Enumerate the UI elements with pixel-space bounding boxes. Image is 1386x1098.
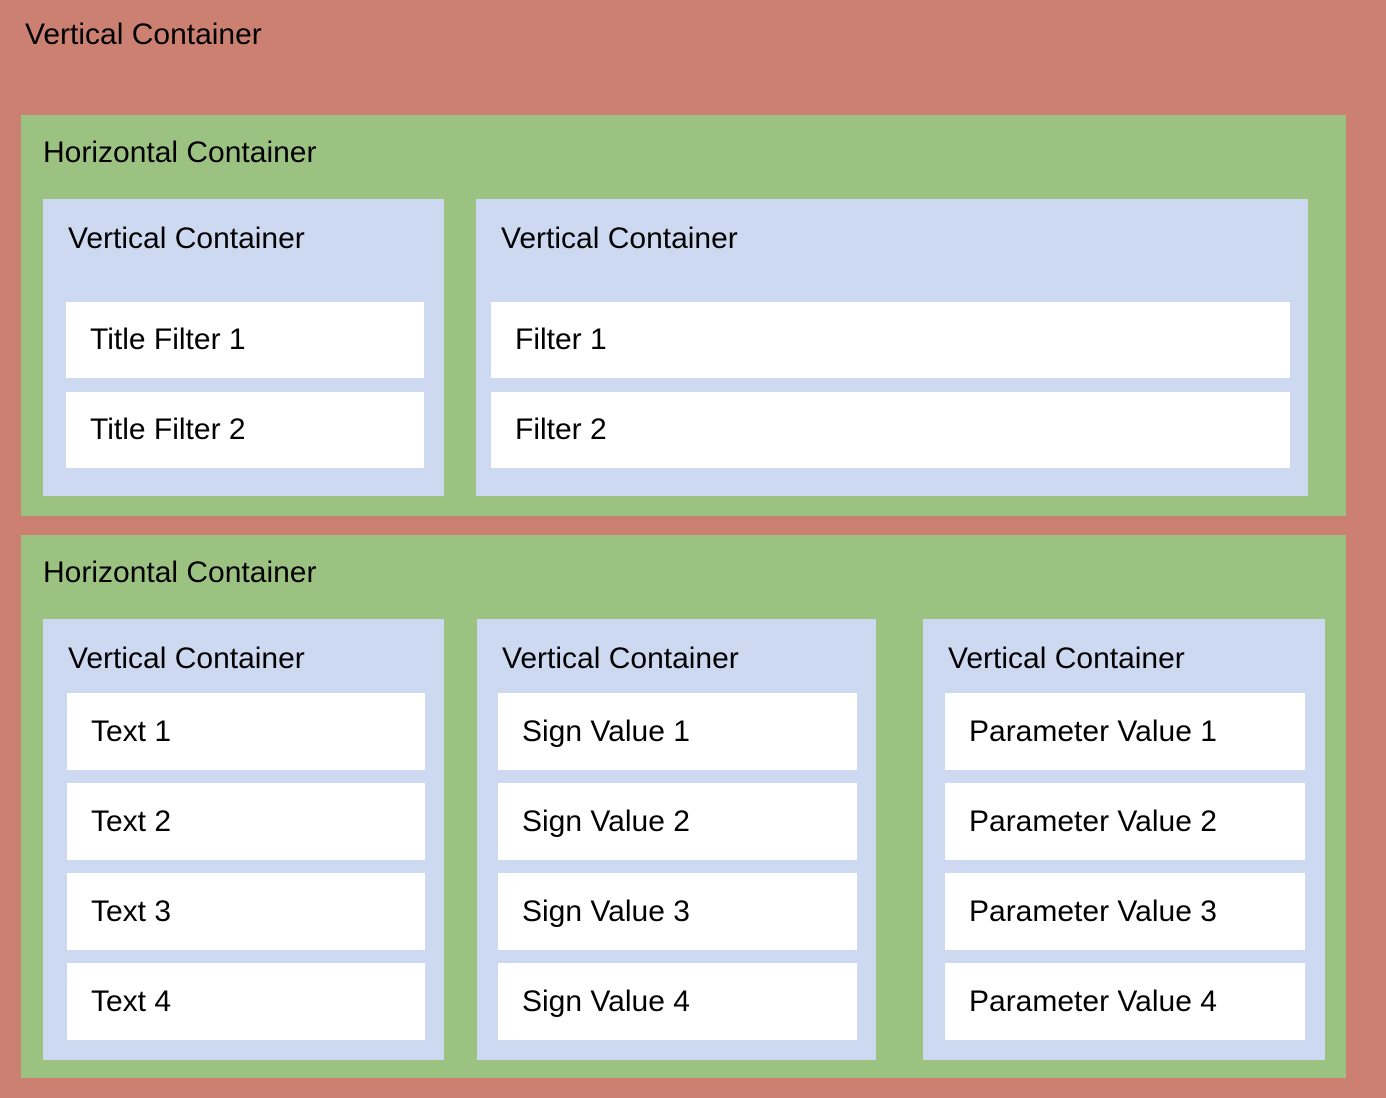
box-filter-1: Filter 1	[491, 302, 1290, 378]
box-sign-value-4: Sign Value 4	[498, 963, 857, 1040]
vertical-container-filters: Vertical Container Filter 1 Filter 2	[476, 199, 1308, 496]
box-sign-value-2: Sign Value 2	[498, 783, 857, 860]
vertical-container-sign-values: Vertical Container Sign Value 1 Sign Val…	[477, 619, 876, 1060]
box-parameter-value-4: Parameter Value 4	[945, 963, 1305, 1040]
box-sign-value-3: Sign Value 3	[498, 873, 857, 950]
box-parameter-value-2: Parameter Value 2	[945, 783, 1305, 860]
horizontal-container-1-label: Horizontal Container	[43, 136, 317, 169]
vertical-container-texts: Vertical Container Text 1 Text 2 Text 3 …	[43, 619, 444, 1060]
vertical-container-label: Vertical Container	[502, 642, 739, 675]
vertical-container-label: Vertical Container	[68, 222, 305, 255]
horizontal-container-2-label: Horizontal Container	[43, 556, 317, 589]
vertical-container-label: Vertical Container	[68, 642, 305, 675]
box-parameter-value-3: Parameter Value 3	[945, 873, 1305, 950]
box-text-1: Text 1	[67, 693, 425, 770]
horizontal-container-1: Horizontal Container Vertical Container …	[21, 115, 1346, 516]
box-text-2: Text 2	[67, 783, 425, 860]
box-sign-value-1: Sign Value 1	[498, 693, 857, 770]
horizontal-container-2: Horizontal Container Vertical Container …	[21, 535, 1346, 1078]
box-filter-2: Filter 2	[491, 392, 1290, 468]
vertical-container-label: Vertical Container	[501, 222, 738, 255]
outer-vertical-container-label: Vertical Container	[25, 18, 262, 51]
box-title-filter-2: Title Filter 2	[66, 392, 424, 468]
box-parameter-value-1: Parameter Value 1	[945, 693, 1305, 770]
box-text-4: Text 4	[67, 963, 425, 1040]
vertical-container-label: Vertical Container	[948, 642, 1185, 675]
box-title-filter-1: Title Filter 1	[66, 302, 424, 378]
vertical-container-title-filters: Vertical Container Title Filter 1 Title …	[43, 199, 444, 496]
box-text-3: Text 3	[67, 873, 425, 950]
vertical-container-parameter-values: Vertical Container Parameter Value 1 Par…	[923, 619, 1325, 1060]
